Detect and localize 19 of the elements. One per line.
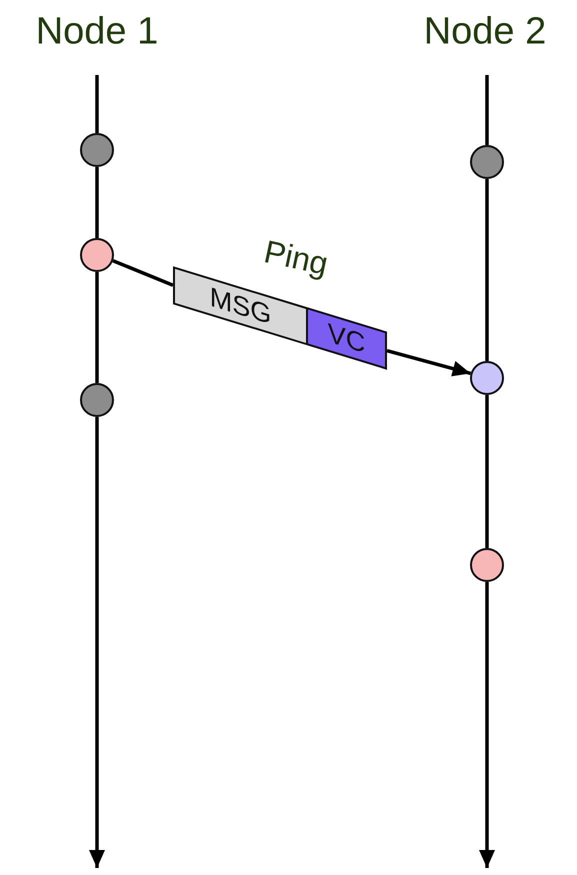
event-circle	[80, 133, 114, 167]
event-circle	[80, 238, 114, 272]
event-circle	[470, 361, 504, 395]
arrow	[479, 582, 495, 868]
event-circle	[470, 145, 504, 179]
line	[485, 179, 489, 361]
event-circle	[470, 548, 504, 582]
event-circle	[80, 383, 114, 417]
lifeline-label: Node 1	[36, 10, 158, 54]
arrow	[89, 417, 105, 868]
line	[95, 272, 99, 383]
line	[112, 259, 174, 287]
lifeline-label: Node 2	[424, 10, 546, 54]
line	[95, 75, 99, 133]
line	[485, 75, 489, 145]
line	[95, 167, 99, 238]
line	[485, 395, 489, 548]
packet-field: VC	[308, 308, 387, 370]
arrow	[386, 349, 472, 376]
